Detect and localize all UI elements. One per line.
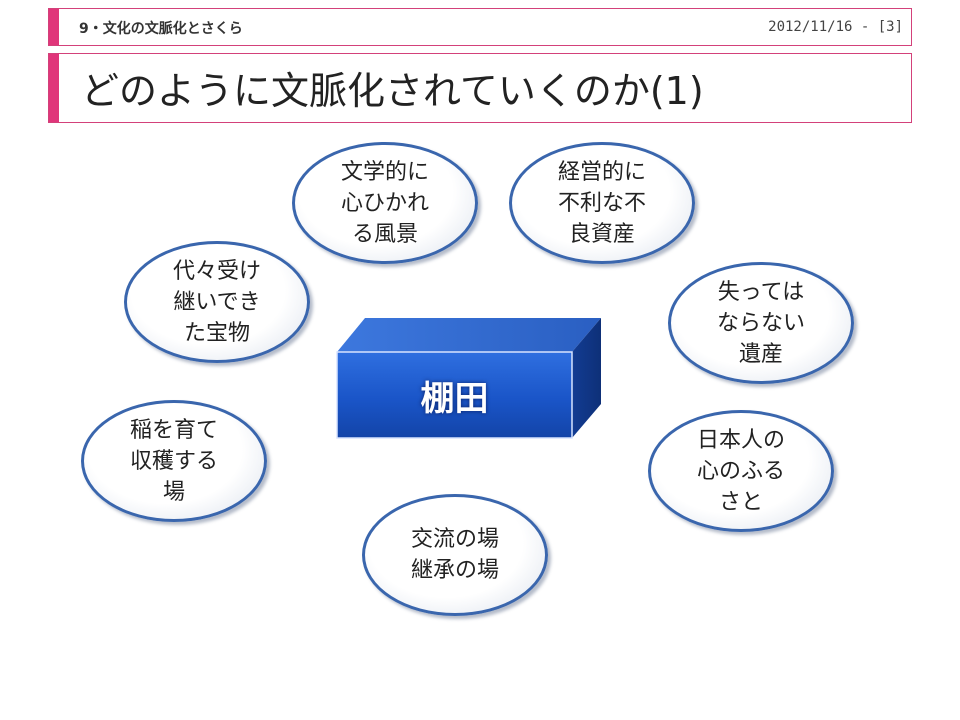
bubble-label: 失っては ならない 遺産 <box>716 279 805 367</box>
bubble-exchange-succession: 交流の場 継承の場 <box>362 494 548 616</box>
box-top-face <box>337 318 601 352</box>
bubble-literary-landscape: 文学的に 心ひかれ る風景 <box>292 142 478 264</box>
bubble-inherited-treasure: 代々受け 継いでき た宝物 <box>124 241 310 363</box>
title-bar: どのように文脈化されていくのか(1) <box>48 53 912 123</box>
title-accent <box>49 54 59 122</box>
box-front-face <box>336 351 573 439</box>
bubble-label: 代々受け 継いでき た宝物 <box>172 258 261 346</box>
bubble-label: 交流の場 継承の場 <box>410 527 499 583</box>
date-page-label: 2012/11/16 - [3] <box>768 19 903 35</box>
bubble-label: 文学的に 心ひかれ る風景 <box>340 159 429 247</box>
bubble-label: 日本人の 心のふる さと <box>696 427 785 515</box>
section-header: 9・文化の文脈化とさくら 2012/11/16 - [3] <box>48 8 912 46</box>
bubble-label: 稲を育て 収穫する 場 <box>129 417 218 505</box>
slide-title: どのように文脈化されていくのか(1) <box>81 69 704 113</box>
box-side-face <box>572 318 601 438</box>
center-box-label: 棚田 <box>420 378 489 419</box>
bubble-rice-growing-place: 稲を育て 収穫する 場 <box>81 400 267 522</box>
bubble-japanese-hometown: 日本人の 心のふる さと <box>648 410 834 532</box>
bubble-label: 経営的に 不利な不 良資産 <box>557 159 646 247</box>
bubble-unprofitable-asset: 経営的に 不利な不 良資産 <box>509 142 695 264</box>
header-accent <box>49 9 59 45</box>
bubble-heritage-not-to-lose: 失っては ならない 遺産 <box>668 262 854 384</box>
section-label: 9・文化の文脈化とさくら <box>79 21 243 37</box>
